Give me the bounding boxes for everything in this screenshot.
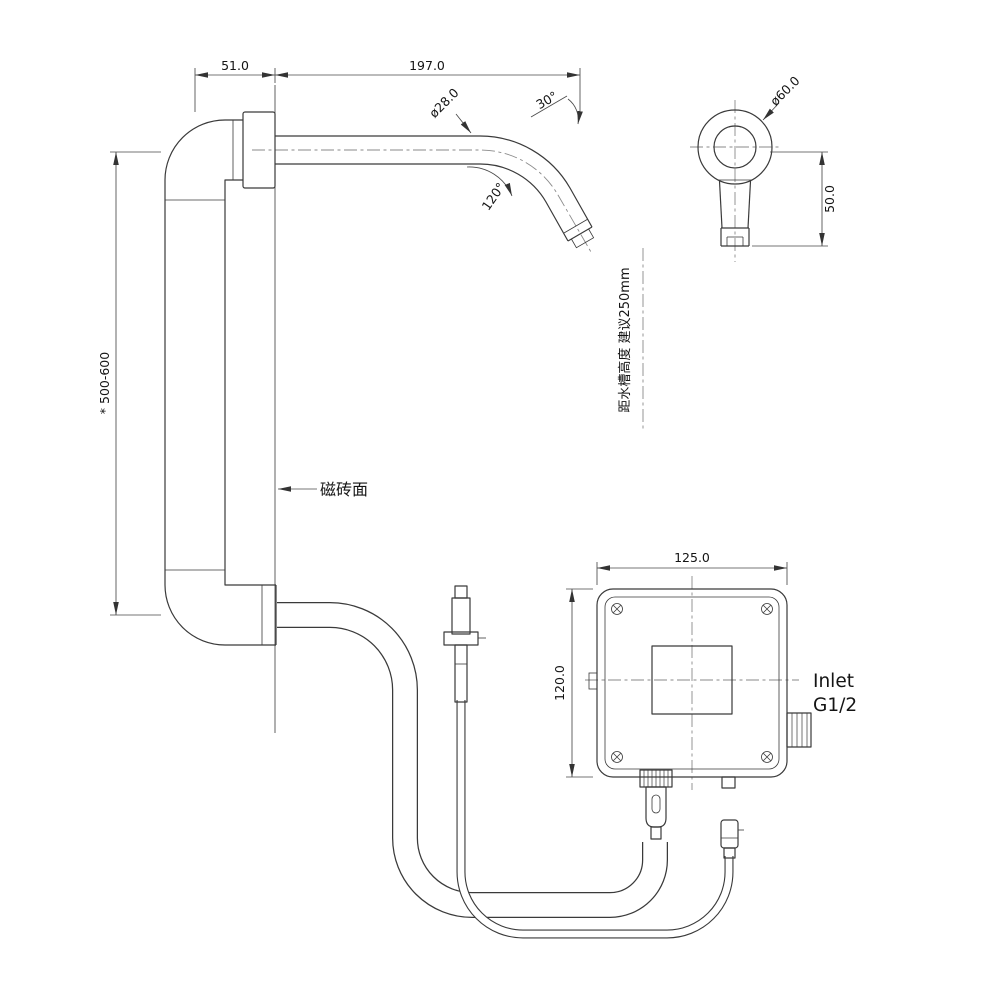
control-box	[588, 588, 812, 789]
connector-cap	[454, 585, 468, 599]
spout-upper-edge	[275, 135, 593, 228]
bend-angle-arc	[466, 166, 513, 197]
box-center-window	[651, 645, 733, 715]
knurl-hatch	[643, 770, 669, 787]
spout-mouth-inner-line	[563, 218, 589, 234]
dim-escutcheon-diameter-label: ø60.0	[767, 73, 803, 109]
inlet-label-line2: G1/2	[813, 695, 857, 716]
screw-cross-icon	[762, 752, 772, 762]
screw-icon	[611, 751, 623, 763]
connector-neck	[650, 826, 662, 840]
dim-bend-angle-label: 120°	[479, 180, 509, 213]
spout-lower-edge	[275, 163, 569, 242]
fitting-collar	[723, 847, 736, 859]
connector-slot	[651, 794, 661, 814]
escutcheon-extension-lines	[752, 151, 828, 247]
sink-clearance-label: 距水槽高度 建议250mm	[617, 267, 633, 412]
connector-lower-body	[454, 644, 468, 703]
fitting-body	[720, 819, 739, 849]
screw-cross-icon	[762, 604, 772, 614]
inlet-thread-hatch	[791, 713, 808, 747]
supply-pipe	[164, 111, 277, 646]
box-inner-panel	[604, 596, 780, 770]
tile-surface-label: 磁砖面	[320, 480, 368, 499]
center-lines	[252, 100, 799, 790]
escutcheon-front-view	[697, 109, 773, 247]
corner-screws	[611, 603, 773, 763]
dim-box-height-label: 120.0	[552, 665, 567, 701]
tip-angle-underline	[530, 95, 568, 118]
supply-hose-fill	[277, 603, 667, 917]
screw-icon	[761, 603, 773, 615]
dim-box-width-label: 125.0	[674, 550, 710, 565]
dim-escutcheon-drop-label: 50.0	[822, 185, 837, 213]
nozzle-left-edge	[718, 180, 723, 229]
nozzle-right-edge	[747, 180, 752, 229]
box-left-tab	[588, 672, 598, 690]
supply-hose-outline	[277, 602, 668, 918]
tip-angle-arc	[567, 98, 583, 125]
screw-icon	[611, 603, 623, 615]
screw-icon	[761, 751, 773, 763]
hoses	[277, 602, 734, 939]
inlet-nipple	[786, 712, 812, 748]
nozzle-tip-outlet	[726, 236, 744, 246]
spout-mouth	[567, 226, 593, 242]
dim-197-label: 197.0	[409, 58, 445, 73]
spout-side-view	[275, 135, 595, 249]
solenoid-connector	[639, 769, 673, 840]
connector-body	[645, 786, 667, 828]
spout-diameter-leader	[455, 113, 472, 134]
nozzle-tip-outline	[720, 227, 750, 247]
cable-end-fitting	[720, 819, 744, 859]
escutcheon-inner-circle	[713, 125, 757, 169]
dim-51-label: 51.0	[221, 58, 249, 73]
box-bottom-port	[721, 776, 736, 789]
escutcheon-diameter-leader	[762, 102, 780, 121]
screw-cross-icon	[612, 752, 622, 762]
supply-pipe-outer-edge	[164, 119, 276, 646]
dim-tip-angle-label: 30°	[533, 88, 560, 112]
dim-spout-diameter-label: ø28.0	[426, 85, 462, 121]
wall-flange	[242, 111, 276, 189]
inlet-label-line1: Inlet	[813, 671, 854, 692]
sensor-cable-connector	[443, 585, 486, 703]
escutcheon-outer-circle	[697, 109, 773, 185]
left-extension-lines	[110, 151, 161, 616]
dimensions: 51.0 197.0 * 500-600 50.0 125.0 120.0	[97, 58, 837, 778]
supply-pipe-inner-edge	[224, 179, 276, 586]
dim-supply-height-label: * 500-600	[97, 352, 112, 414]
connector-plug-body	[451, 597, 471, 635]
inlet-fitting	[786, 712, 812, 748]
screw-cross-icon	[612, 604, 622, 614]
spout-centerline	[252, 149, 592, 253]
aerator-tip	[571, 228, 595, 249]
sensor-cable-fill	[457, 700, 733, 938]
